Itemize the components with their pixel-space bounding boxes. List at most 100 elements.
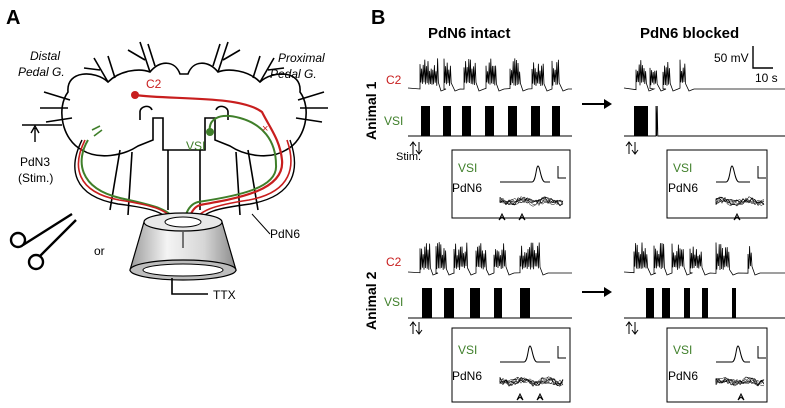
inset-vsi-label: VSI xyxy=(673,161,692,175)
stim-arrows-icon xyxy=(625,141,639,155)
inset-a1-intact-scale xyxy=(557,166,566,179)
pdn3-label-1: PdN3 xyxy=(20,155,50,169)
vsi-burst-a1-intact xyxy=(443,106,451,136)
inset-a1-intact: VSI PdN6 xyxy=(451,149,571,219)
inset-a2-blocked-pdn6-sweep xyxy=(715,376,765,387)
vsi-burst-a1-intact xyxy=(421,106,430,136)
inset-a1-blocked-pdn6-sweep xyxy=(715,196,765,207)
vsi-burst-a2-blocked xyxy=(702,288,708,318)
scale-mv-label: 50 mV xyxy=(714,51,749,65)
col-title-blocked: PdN6 blocked xyxy=(640,25,739,42)
c2-trace-a2-intact xyxy=(407,242,572,276)
c2-cross-icon: × xyxy=(262,123,268,135)
vsi-burst-a2-intact xyxy=(470,288,480,318)
panel-b-letter: B xyxy=(371,7,385,29)
inset-a2-blocked-scale xyxy=(757,346,766,359)
arrow-row1-head xyxy=(604,99,612,109)
panel-a-letter: A xyxy=(6,7,20,29)
inset-a1-blocked-scale xyxy=(757,166,766,179)
col-title-intact: PdN6 intact xyxy=(428,25,511,42)
c2-label-row1: C2 xyxy=(386,73,402,87)
stim-arrows-icon xyxy=(409,141,423,155)
distal-label-2: Pedal G. xyxy=(18,65,65,79)
inset-a1-blocked: VSI PdN6 xyxy=(666,149,768,219)
inset-vsi-label: VSI xyxy=(458,161,477,175)
vsi-burst-a2-intact xyxy=(494,288,502,318)
pdn3-label-2: (Stim.) xyxy=(18,171,53,185)
inset-a1-blocked-pdn6-sweep xyxy=(715,196,765,205)
inset-pdn6-label: PdN6 xyxy=(668,369,698,383)
scissors-icon xyxy=(9,212,77,271)
row-label-animal2: Animal 2 xyxy=(363,271,379,330)
inset-a2-intact-pdn6-sweep xyxy=(499,376,564,386)
ttx-label: TTX xyxy=(213,288,236,302)
proximal-label-1: Proximal xyxy=(278,51,325,65)
inset-vsi-label: VSI xyxy=(673,343,692,357)
ttx-pointer xyxy=(171,278,208,295)
stim-arrows-icon xyxy=(625,321,639,335)
vsi-burst-a1-intact xyxy=(462,106,471,136)
c2-label-a: C2 xyxy=(146,77,162,91)
inset-pdn6-label: PdN6 xyxy=(668,181,698,195)
inset-pdn6-label: PdN6 xyxy=(452,181,482,195)
vsi-burst-a2-intact xyxy=(444,288,454,318)
c2-trace-a1-intact xyxy=(407,58,572,92)
vsi-burst-a2-blocked xyxy=(732,288,736,318)
vsi-burst-a1-intact xyxy=(485,106,494,136)
inset-a2-intact-vsi-spike xyxy=(500,345,550,363)
inset-a1-blocked-pdn6-sweep xyxy=(715,196,765,207)
arrow-row2-head xyxy=(604,287,612,297)
trace-group xyxy=(407,58,785,335)
inset-a2-blocked-pdn6-sweep xyxy=(715,376,765,386)
inset-a1-intact-pdn6-sweep xyxy=(499,197,564,205)
inset-a1-intact-pdn6-sweep xyxy=(499,197,564,206)
c2-trace-a2-blocked xyxy=(623,242,785,276)
arrowhead-icon xyxy=(498,212,506,221)
ganglia-diagram xyxy=(22,41,328,216)
scale-bar xyxy=(752,46,773,69)
inset-a1-blocked-vsi-spike xyxy=(716,165,750,183)
proximal-label-2: Pedal G. xyxy=(270,67,317,81)
arrowhead-icon xyxy=(733,212,741,221)
c2-axon xyxy=(134,93,284,239)
c2-soma xyxy=(131,91,139,99)
c2-label-row2: C2 xyxy=(386,255,402,269)
vsi-burst-a2-blocked xyxy=(684,288,690,318)
pdn3-arrow-icon xyxy=(30,124,40,142)
row-label-animal1: Animal 1 xyxy=(363,81,379,140)
vsi-burst-a1-intact xyxy=(508,106,517,136)
inset-a2-blocked: VSI PdN6 xyxy=(666,327,768,403)
inset-a2-intact: VSI PdN6 xyxy=(451,327,571,403)
arrowhead-icon xyxy=(737,392,745,401)
vsi-burst-a2-blocked xyxy=(662,288,670,318)
vsi-burst-a1-blocked xyxy=(634,106,648,136)
stim-arrows-icon xyxy=(409,321,423,335)
inset-a2-intact-pdn6-sweep xyxy=(499,376,564,387)
distal-label-1: Distal xyxy=(30,49,60,63)
inset-a1-intact-vsi-spike xyxy=(500,165,550,183)
inset-a2-blocked-pdn6-sweep xyxy=(715,376,765,387)
vsi-label-row1: VSI xyxy=(384,114,403,128)
vsi-burst-a2-blocked xyxy=(646,288,654,318)
vsi-trace-a1-blocked xyxy=(624,105,785,137)
arrowhead-icon xyxy=(516,392,524,401)
inset-a1-blocked-pdn6-sweep xyxy=(715,196,765,206)
inset-pdn6-label: PdN6 xyxy=(452,369,482,383)
c2-trace-a1-blocked xyxy=(623,59,785,92)
inset-a1-intact-pdn6-sweep xyxy=(499,196,564,207)
vsi-soma xyxy=(206,128,214,136)
inset-a2-intact-scale xyxy=(557,346,566,359)
vsi-label-a: VSI xyxy=(186,139,205,153)
vsi-label-row2: VSI xyxy=(384,295,403,309)
inset-traces xyxy=(498,165,766,401)
stim-label: Stim. xyxy=(396,151,421,163)
vsi-burst-a1-intact xyxy=(552,106,560,136)
arrowhead-icon xyxy=(518,212,526,221)
ttx-cup-icon xyxy=(129,212,237,281)
vsi-burst-a2-intact xyxy=(520,288,530,318)
or-label: or xyxy=(94,244,105,258)
inset-a1-blocked-pdn6-sweep xyxy=(715,197,765,206)
inset-vsi-label: VSI xyxy=(458,343,477,357)
pdn6-label-a: PdN6 xyxy=(270,227,300,241)
